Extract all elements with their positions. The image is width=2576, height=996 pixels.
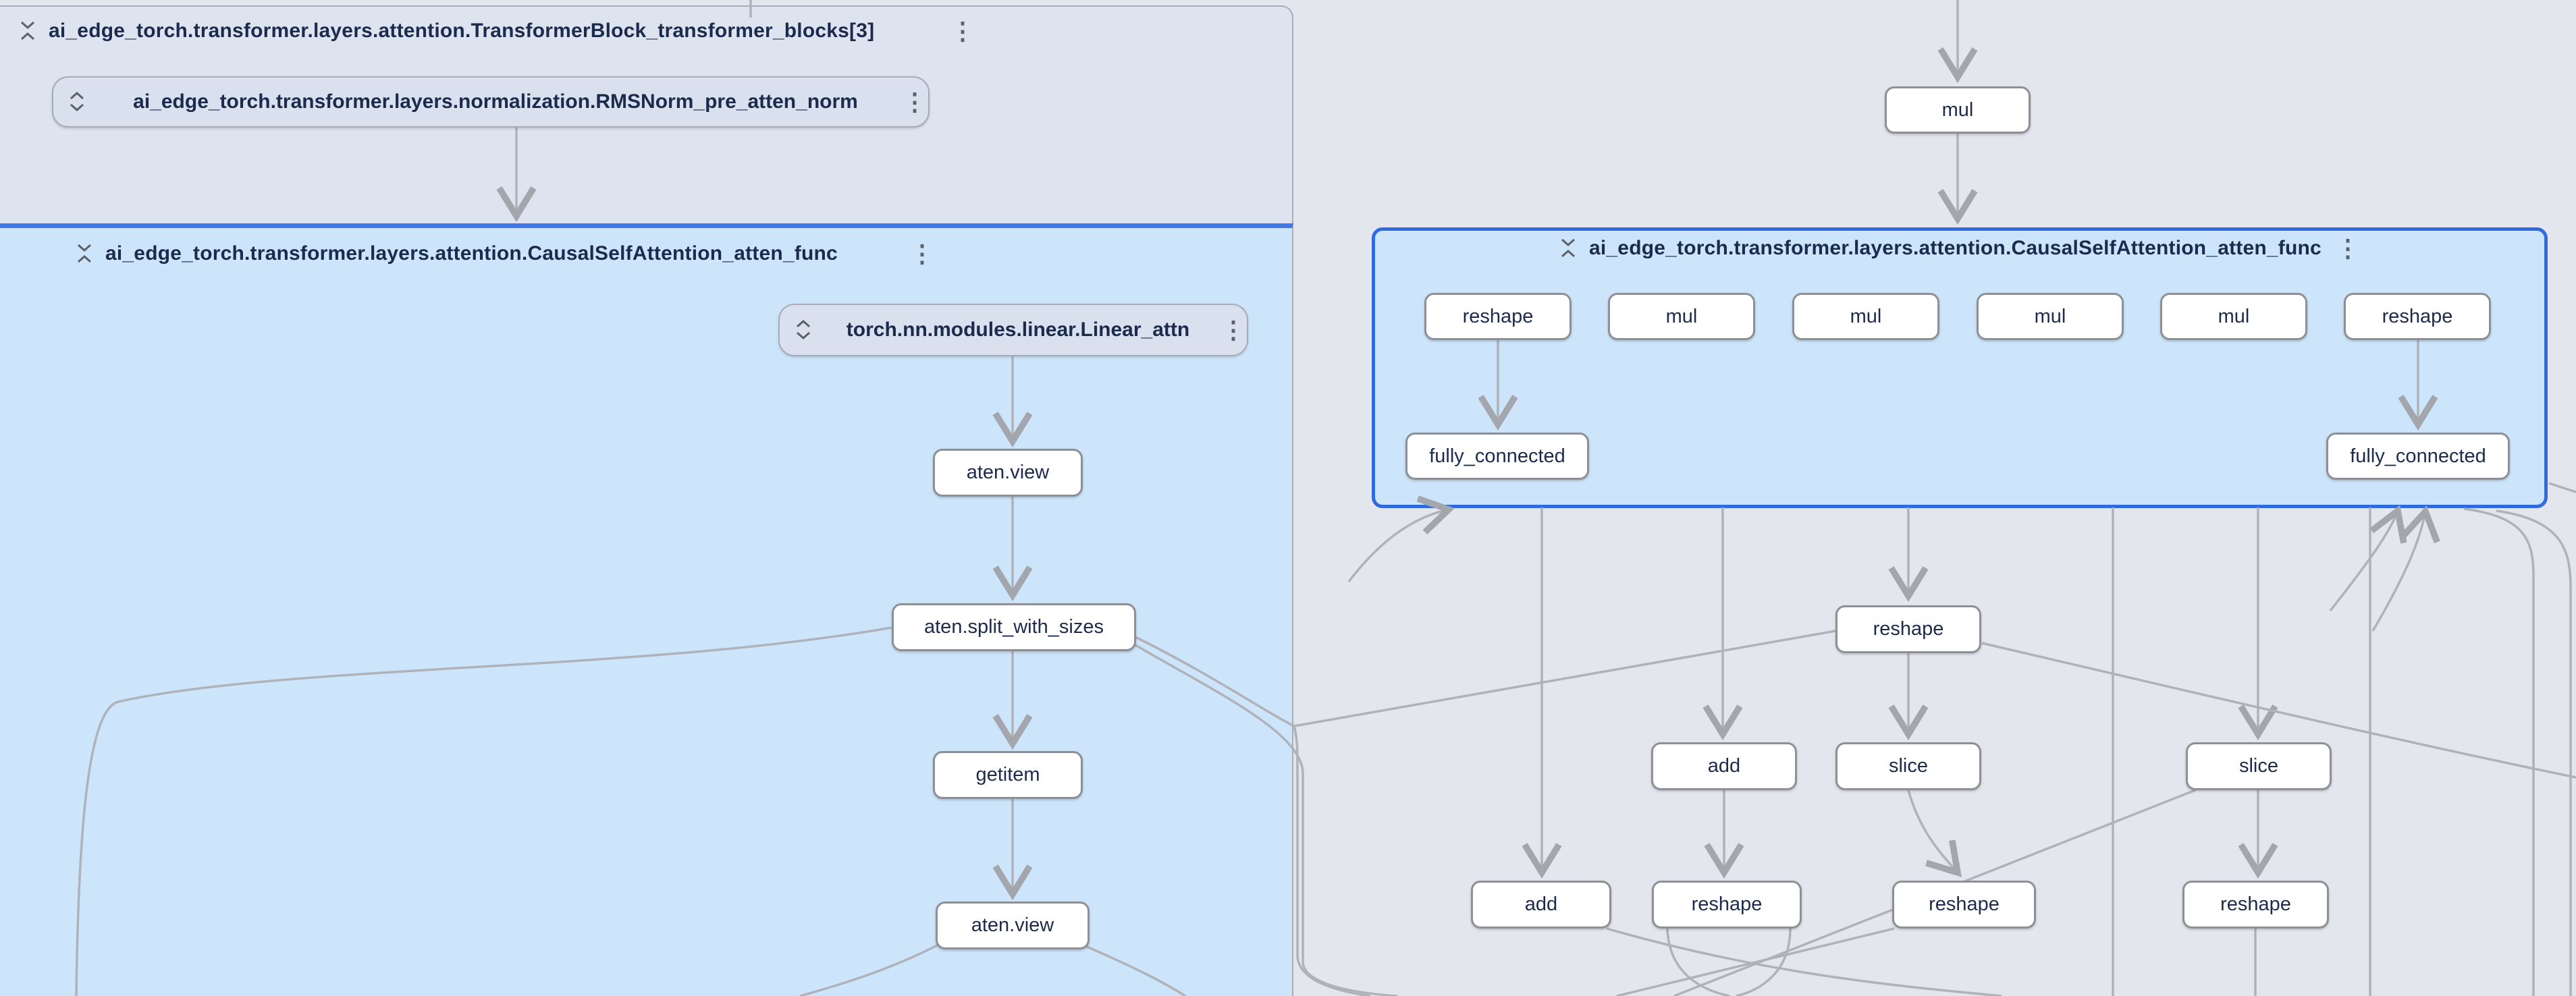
- panel-title: ai_edge_torch.transformer.layers.attenti…: [49, 20, 875, 42]
- edge: [799, 943, 939, 996]
- panel-title: ai_edge_torch.transformer.layers.attenti…: [105, 242, 838, 265]
- edge: [1606, 927, 2002, 996]
- op-node[interactable]: add: [1651, 742, 1797, 790]
- op-node-label: fully_connected: [1429, 445, 1565, 467]
- layer-node[interactable]: ai_edge_torch.transformer.layers.normali…: [52, 76, 930, 128]
- op-node[interactable]: reshape: [1424, 293, 1572, 340]
- edge: [1666, 928, 1730, 996]
- op-node[interactable]: reshape: [2344, 293, 2491, 340]
- edge: [2548, 482, 2576, 493]
- op-node[interactable]: getitem: [933, 751, 1083, 799]
- op-node-label: slice: [1888, 755, 1928, 777]
- layer-node-label: ai_edge_torch.transformer.layers.normali…: [133, 90, 858, 113]
- edge: [1293, 725, 1371, 996]
- op-node-label: getitem: [975, 764, 1040, 785]
- op-node[interactable]: fully_connected: [2326, 433, 2510, 480]
- op-node-label: add: [1707, 755, 1741, 777]
- panel-header: ai_edge_torch.transformer.layers.attenti…: [16, 16, 874, 46]
- op-node-label: mul: [1941, 99, 1974, 121]
- op-node-label: mul: [1665, 305, 1698, 327]
- op-node-label: reshape: [2220, 893, 2291, 915]
- op-node[interactable]: reshape: [1652, 881, 1802, 929]
- op-node[interactable]: reshape: [1835, 605, 1981, 653]
- edge: [2329, 505, 2407, 612]
- op-node-label: reshape: [1691, 893, 1763, 915]
- op-node[interactable]: mul: [1885, 86, 2031, 134]
- edge: [1736, 928, 1792, 996]
- unfold-more-icon[interactable]: [792, 319, 815, 341]
- layer-node-label: torch.nn.modules.linear.Linear_attn: [846, 319, 1190, 341]
- edge: [1347, 495, 1455, 583]
- op-node-label: reshape: [2382, 305, 2453, 327]
- op-node-label: mul: [2218, 305, 2250, 327]
- edge: [1907, 790, 1962, 877]
- op-node[interactable]: reshape: [2182, 881, 2329, 929]
- edge: [2496, 509, 2572, 996]
- op-node-label: aten.view: [966, 462, 1050, 483]
- edge: [2463, 507, 2535, 996]
- op-node[interactable]: slice: [1835, 742, 1981, 790]
- panel-menu: ⋮: [2336, 233, 2360, 263]
- op-node-label: reshape: [1873, 618, 1944, 640]
- op-node-label: mul: [1850, 305, 1882, 327]
- kebab-icon[interactable]: ⋮: [903, 88, 927, 115]
- unfold-less-icon[interactable]: [1557, 237, 1580, 260]
- edge: [2371, 505, 2440, 632]
- panel-menu: ⋮: [910, 239, 934, 269]
- op-node[interactable]: aten.view: [936, 902, 1090, 949]
- op-node[interactable]: aten.split_with_sizes: [892, 603, 1136, 651]
- edge: [1135, 630, 1836, 727]
- kebab-icon[interactable]: ⋮: [910, 240, 934, 267]
- kebab-icon[interactable]: ⋮: [950, 17, 975, 45]
- kebab-icon[interactable]: ⋮: [1221, 316, 1245, 343]
- panel-header: ai_edge_torch.transformer.layers.attenti…: [1557, 233, 2322, 263]
- op-node[interactable]: add: [1471, 881, 1611, 929]
- edge: [1981, 642, 2576, 779]
- op-node-label: add: [1524, 893, 1558, 915]
- layer-node[interactable]: torch.nn.modules.linear.Linear_attn ⋮: [778, 304, 1248, 356]
- op-node-label: reshape: [1929, 893, 2000, 915]
- op-node[interactable]: reshape: [1892, 881, 2036, 929]
- panel-title: ai_edge_torch.transformer.layers.attenti…: [1589, 237, 2322, 259]
- unfold-more-icon[interactable]: [65, 90, 88, 113]
- op-node[interactable]: mul: [1792, 293, 1939, 340]
- edge: [1085, 945, 1186, 996]
- op-node[interactable]: mul: [1608, 293, 1755, 340]
- unfold-less-icon[interactable]: [73, 242, 96, 265]
- op-node-label: mul: [2034, 305, 2066, 327]
- op-node[interactable]: slice: [2186, 742, 2332, 790]
- op-node[interactable]: fully_connected: [1405, 433, 1589, 480]
- op-node-label: fully_connected: [2350, 445, 2486, 467]
- edge: [1135, 644, 1398, 996]
- op-node[interactable]: mul: [1977, 293, 2124, 340]
- op-node-label: reshape: [1462, 305, 1534, 327]
- unfold-less-icon[interactable]: [16, 20, 39, 43]
- edge: [75, 626, 892, 996]
- edge: [1616, 927, 1895, 996]
- op-node-label: slice: [2238, 755, 2278, 777]
- op-node[interactable]: aten.view: [933, 449, 1083, 497]
- panel-header: ai_edge_torch.transformer.layers.attenti…: [73, 239, 838, 269]
- op-node-label: aten.split_with_sizes: [924, 616, 1104, 638]
- kebab-icon[interactable]: ⋮: [2336, 234, 2360, 262]
- op-node-label: aten.view: [971, 914, 1054, 936]
- op-node[interactable]: mul: [2160, 293, 2307, 340]
- panel-menu: ⋮: [950, 16, 975, 46]
